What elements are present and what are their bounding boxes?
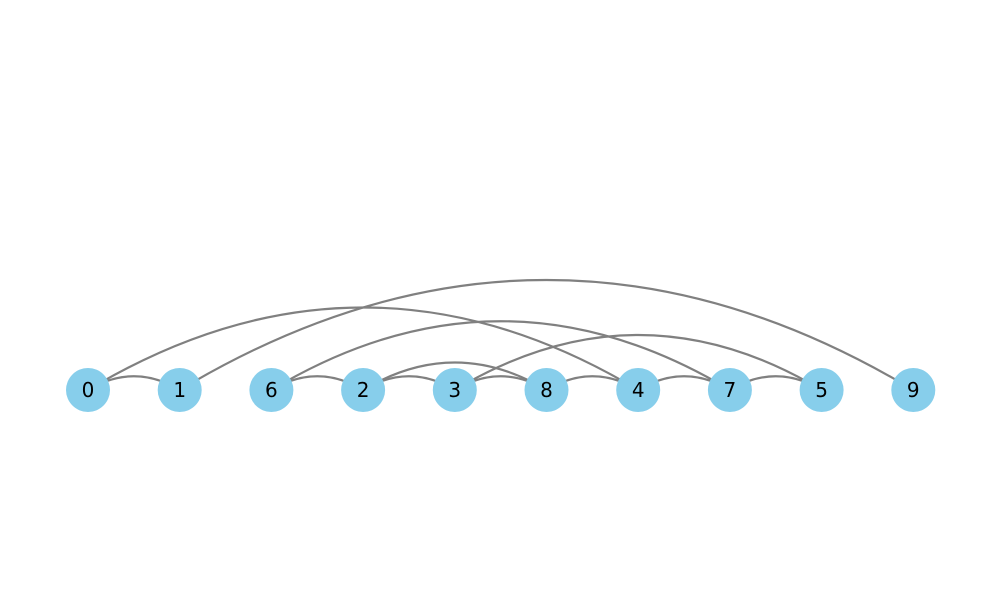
node-9-circle xyxy=(891,368,936,412)
node-2: 2 xyxy=(341,368,386,412)
node-4: 4 xyxy=(616,368,661,412)
node-1: 1 xyxy=(157,368,202,412)
node-7: 7 xyxy=(707,368,752,412)
node-2-circle xyxy=(341,368,386,412)
node-8-label: 8 xyxy=(540,378,553,402)
node-0-label: 0 xyxy=(82,378,95,402)
node-5-circle xyxy=(799,368,844,412)
edge-1-9 xyxy=(178,278,915,392)
node-3-circle xyxy=(432,368,477,412)
node-4-label: 4 xyxy=(632,378,645,402)
edge-6-7 xyxy=(270,320,731,392)
node-5-label: 5 xyxy=(815,378,828,402)
node-9: 9 xyxy=(891,368,936,412)
node-2-label: 2 xyxy=(357,378,370,402)
node-0: 0 xyxy=(66,368,110,412)
node-7-label: 7 xyxy=(724,378,737,402)
node-3-label: 3 xyxy=(448,378,461,402)
node-6: 6 xyxy=(249,368,294,412)
node-8-circle xyxy=(524,368,569,412)
node-3: 3 xyxy=(432,368,477,412)
edge-2-8 xyxy=(362,361,548,392)
node-6-circle xyxy=(249,368,294,412)
node-5: 5 xyxy=(799,368,844,412)
node-7-circle xyxy=(707,368,752,412)
node-1-label: 1 xyxy=(173,378,186,402)
edges-layer xyxy=(86,278,915,392)
node-0-circle xyxy=(66,368,110,412)
node-4-circle xyxy=(616,368,661,412)
nodes-layer: 0 1 6 2 3 8 4 7 5 9 xyxy=(66,368,936,412)
node-8: 8 xyxy=(524,368,569,412)
node-6-label: 6 xyxy=(265,378,278,402)
node-9-label: 9 xyxy=(907,378,920,402)
node-1-circle xyxy=(157,368,202,412)
edge-3-5 xyxy=(453,334,823,392)
